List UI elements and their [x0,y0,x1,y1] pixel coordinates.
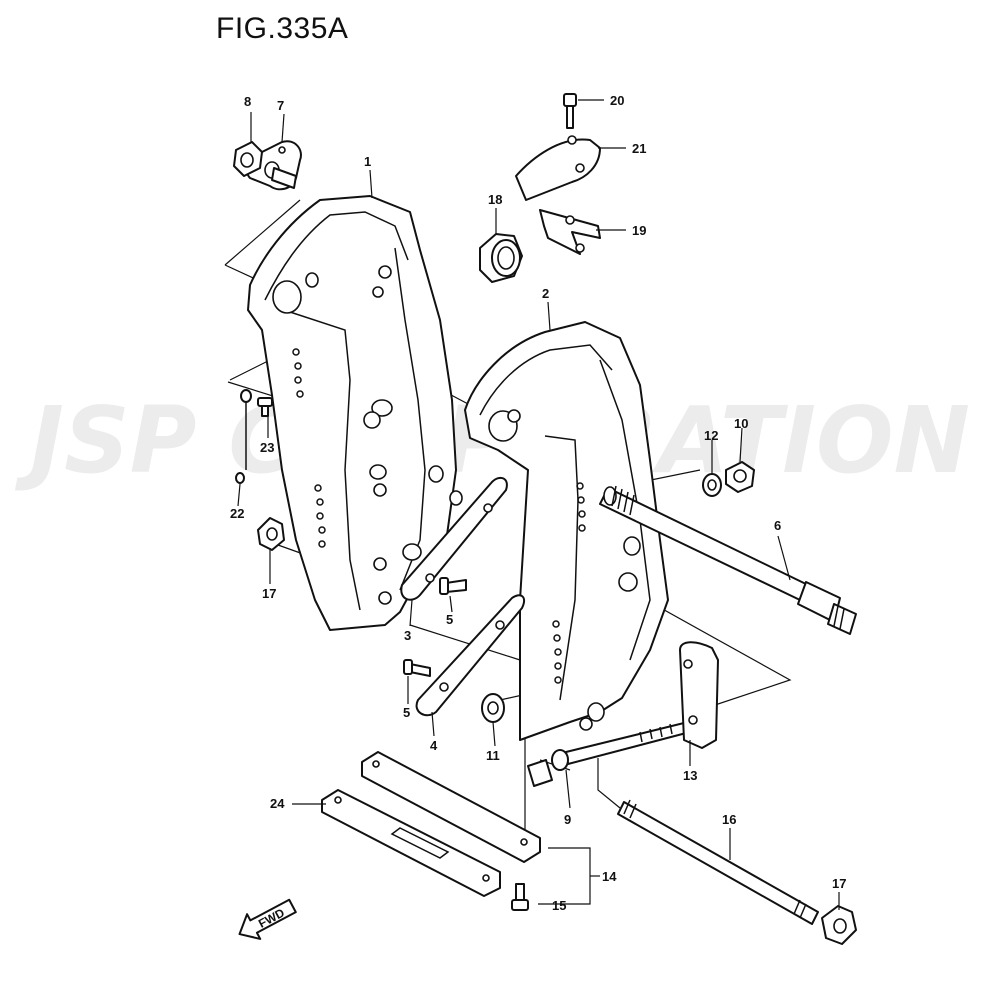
callout-11: 11 [486,748,500,763]
leader-lines [237,99,840,910]
callout-3: 3 [404,628,411,643]
callout-7: 7 [277,98,284,113]
bolt-20 [563,93,577,129]
callout-8: 8 [244,94,251,109]
callout-1: 1 [364,154,371,169]
washer-12 [702,473,722,497]
flange-nut-17-left [257,517,285,551]
callout-15: 15 [552,898,566,913]
screw-5-lower [403,659,431,677]
plate-13 [679,641,719,749]
callout-5-lower: 5 [403,705,410,720]
callout-6: 6 [774,518,781,533]
screw-23 [257,397,273,417]
callout-23: 23 [260,440,274,455]
clamp-bracket-left [247,195,463,631]
tilt-tube-bolt [599,485,857,635]
pad-24 [321,789,501,897]
forward-direction-arrow: FWD [238,898,297,940]
callout-20: 20 [610,93,624,108]
callout-22: 22 [230,506,244,521]
callout-17-left: 17 [262,586,276,601]
cover-21 [515,135,601,201]
screw-5-upper [439,577,467,595]
wire-22 [235,389,252,484]
washer-11 [481,693,505,723]
bushing-18 [479,233,523,283]
grease-nipple-8 [233,141,263,177]
callout-9: 9 [564,812,571,827]
figure-title: FIG.335A [216,12,349,45]
flange-nut-17-right [821,905,857,945]
nut-10 [725,461,755,493]
pad-14 [361,751,541,863]
callout-10: 10 [734,416,748,431]
bolt-9 [527,721,691,787]
callout-17-right: 17 [832,876,846,891]
callout-12: 12 [704,428,718,443]
callout-4: 4 [430,738,438,753]
callout-19: 19 [632,223,646,238]
liner-4 [415,594,526,717]
callout-14: 14 [602,869,617,884]
callout-21: 21 [632,141,646,156]
callout-18: 18 [488,192,502,207]
bolt-15 [511,883,529,911]
rod-16 [617,799,819,925]
callout-labels: 8 7 1 2 3 5 5 4 6 9 10 11 12 13 14 15 16… [230,93,846,913]
callout-2: 2 [542,286,549,301]
liner-3 [400,476,508,601]
callout-5-upper: 5 [446,612,453,627]
callout-13: 13 [683,768,697,783]
callout-16: 16 [722,812,736,827]
clamp-bracket-right [464,321,669,741]
bracket-19 [539,209,601,255]
callout-24: 24 [270,796,285,811]
